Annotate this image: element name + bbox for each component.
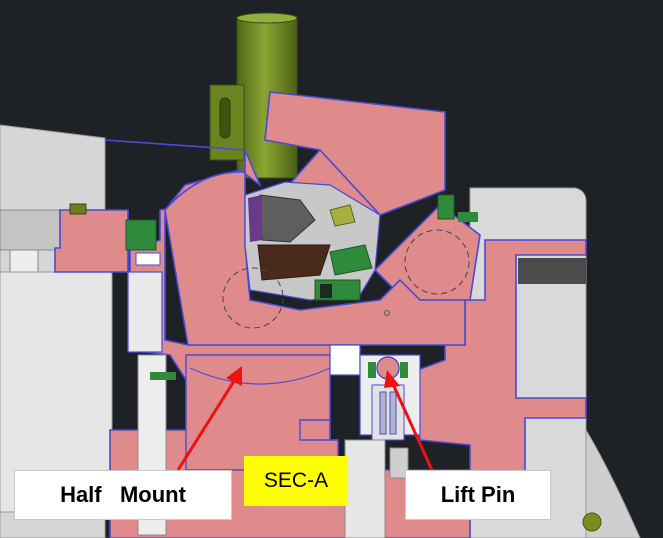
half-mount-arrow-line [176,377,238,471]
lift-pin-shaft [371,384,405,441]
lift-pin-seal-right [400,362,408,378]
center-mark [384,310,390,316]
green-guide [329,244,373,276]
right-green-bolt [582,512,602,532]
lift-pin-seal-left [368,362,376,378]
lift-pin-spring-a [379,391,387,435]
half-mount-arrow-head [226,366,242,386]
cylinder-cap [236,12,298,24]
purple-seal [248,195,262,242]
lift-pin-spring-b [389,391,397,435]
left-screw-head [69,203,87,215]
lift-pin-label: Lift Pin [405,470,551,520]
half-mount-label: Half Mount [14,470,232,520]
lower-post [344,439,386,538]
right-green-clip [437,194,455,220]
left-plate [127,271,163,353]
brown-bearing [257,244,331,281]
half-mount-region [185,354,339,471]
lower-post-step [389,447,409,479]
section-label: SEC-A [244,456,348,506]
pivot-circle-right [404,229,470,295]
bracket-slot [219,97,231,139]
right-green-strip [458,212,478,222]
green-block-hole [320,284,332,298]
left-housing-step [0,209,61,251]
lift-pin-slot [329,344,361,376]
central-mount-block [164,171,466,346]
lift-pin-arrow-line [390,381,434,471]
left-housing-pad [9,249,39,273]
half-mount-arc [189,367,331,385]
right-dark-slot [518,258,586,284]
small-olive-pin [329,204,356,227]
lift-pin-arrow-head [384,370,400,388]
left-white-gap [135,252,161,266]
left-green-strip [150,372,176,380]
left-green-clip [125,219,157,251]
pivot-circle-left [222,267,284,329]
